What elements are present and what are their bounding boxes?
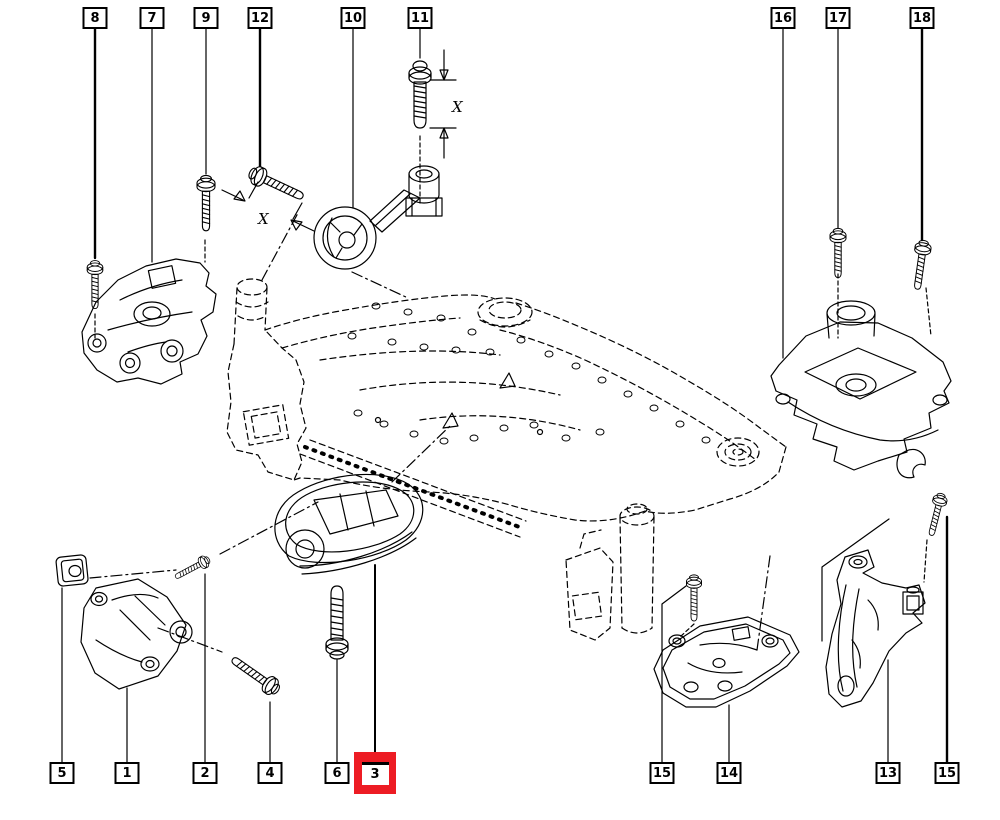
bolt-axis-dashes	[94, 135, 932, 638]
callout-11[interactable]: 11	[407, 7, 433, 29]
subframe-holes	[347, 302, 711, 445]
assembly-centerlines	[89, 212, 771, 653]
part-1-lower-bracket	[80, 578, 193, 690]
bolt-4	[226, 651, 284, 699]
part-14-gearbox-mount-plate	[653, 616, 800, 708]
bolt-6	[325, 585, 349, 660]
bolt-15-left	[686, 574, 702, 622]
callout-8[interactable]: 8	[82, 7, 108, 29]
callout-2[interactable]: 2	[192, 762, 218, 784]
leader-lines	[61, 27, 949, 764]
bolt-2	[172, 553, 213, 583]
bolt-8	[86, 260, 104, 310]
part-16-engine-mount-right	[770, 300, 952, 479]
assembly-arrows	[374, 372, 544, 436]
dimension-label-x-diagonal: X	[257, 210, 270, 228]
callout-17[interactable]: 17	[825, 7, 851, 29]
dimension-bolt-12: X	[221, 181, 315, 232]
callout-3-number: 3	[361, 761, 389, 785]
callout-16[interactable]: 16	[770, 7, 796, 29]
dimension-bolt-11: X	[429, 49, 464, 159]
callout-18[interactable]: 18	[909, 7, 935, 29]
bolt-11	[408, 60, 432, 129]
subframe-drawing	[226, 278, 787, 641]
bolt-15-right	[923, 491, 949, 538]
dimension-label-x-vertical: X	[451, 98, 464, 116]
part-13-gearbox-bracket	[821, 518, 926, 708]
callout-7[interactable]: 7	[139, 7, 165, 29]
part-3-engine-mount	[274, 473, 424, 575]
bolt-17	[829, 227, 847, 279]
bolt-9	[196, 174, 216, 232]
part-5-square-nut	[55, 554, 89, 587]
callout-1[interactable]: 1	[114, 762, 140, 784]
callout-14[interactable]: 14	[716, 762, 742, 784]
callout-15-left[interactable]: 15	[649, 762, 675, 784]
callout-4[interactable]: 4	[257, 762, 283, 784]
callout-13[interactable]: 13	[875, 762, 901, 784]
callout-6[interactable]: 6	[324, 762, 350, 784]
callout-10[interactable]: 10	[340, 7, 366, 29]
callout-12[interactable]: 12	[247, 7, 273, 29]
callout-15-right[interactable]: 15	[934, 762, 960, 784]
part-7-engine-mount-bracket	[81, 258, 217, 385]
bolt-12	[245, 163, 308, 207]
callout-3-highlighted[interactable]: 3	[354, 752, 396, 794]
callout-5[interactable]: 5	[49, 762, 75, 784]
callout-9[interactable]: 9	[193, 7, 219, 29]
part-10-torque-rod-mount	[313, 165, 443, 270]
bolt-18	[908, 238, 933, 291]
